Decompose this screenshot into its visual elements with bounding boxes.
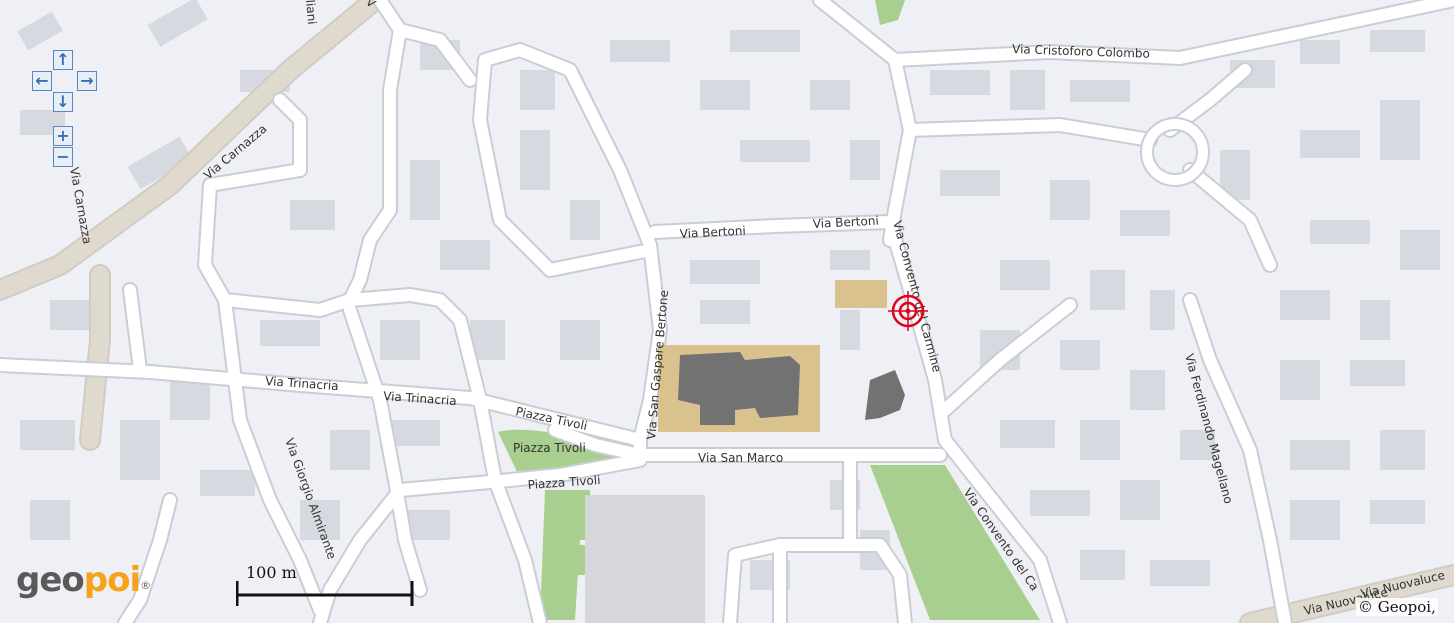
attribution-text: © Geopoi, (1356, 598, 1438, 616)
building-dark-main (678, 352, 800, 425)
pan-right-button[interactable]: → (77, 71, 97, 91)
label-piazza-tivoli-3: Piazza Tivoli (527, 473, 601, 492)
landmark-sand-small (835, 280, 887, 308)
zoom-out-button[interactable]: − (53, 147, 73, 167)
logo-text-poi: poi (83, 560, 141, 600)
scale-label: 100 m (246, 563, 297, 582)
label-piazza-tivoli-2: Piazza Tivoli (513, 441, 586, 455)
label-top-fragment-2: V (363, 0, 379, 11)
target-crosshair-icon[interactable] (888, 291, 928, 331)
pan-down-button[interactable]: ↓ (53, 92, 73, 112)
roundabout-center (1161, 138, 1189, 166)
building-dark-small (865, 370, 905, 420)
geopoi-logo: geopoi® (16, 560, 151, 600)
label-via-trinacria-1: Via Trinacria (265, 374, 339, 393)
pan-left-button[interactable]: ← (32, 71, 52, 91)
label-via-trinacria-2: Via Trinacria (383, 389, 457, 408)
label-via-bertoni-2: Via Bertoni (812, 214, 879, 231)
logo-registered: ® (140, 579, 151, 592)
label-top-fragment-1: liani (303, 0, 319, 25)
logo-text-geo: geo (16, 560, 85, 600)
scale-bar (236, 581, 414, 606)
plaza-lightgray (585, 495, 705, 623)
roundabout-fill (1142, 119, 1208, 185)
building-footprints (17, 0, 1440, 590)
zoom-in-button[interactable]: + (53, 126, 73, 146)
label-via-bertoni-1: Via Bertoni (679, 224, 746, 241)
label-via-cristoforo-colombo: Via Cristoforo Colombo (1012, 42, 1150, 61)
pan-up-button[interactable]: ↑ (53, 50, 73, 70)
label-via-san-marco: Via San Marco (698, 451, 783, 465)
